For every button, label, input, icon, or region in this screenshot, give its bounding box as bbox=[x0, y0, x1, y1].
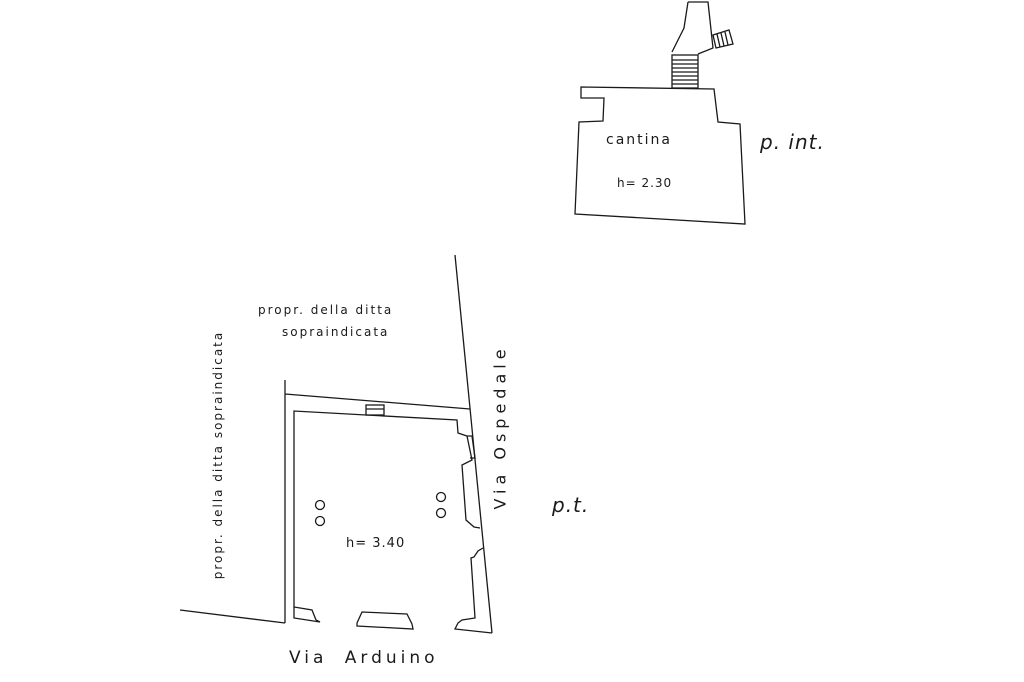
via-arduino-label: Via Arduino bbox=[289, 648, 439, 668]
north-neighbor-line1: propr. della ditta bbox=[258, 303, 394, 317]
column-marker bbox=[314, 515, 326, 527]
inner-wall bbox=[293, 410, 481, 621]
north-neighbor-line2: sopraindicata bbox=[282, 325, 390, 339]
basement-plan bbox=[574, 1, 746, 225]
inner-wall-south-east bbox=[454, 547, 493, 634]
stair-side bbox=[712, 29, 734, 49]
ground-height: h= 3.40 bbox=[346, 536, 406, 551]
column-marker bbox=[435, 507, 447, 519]
cantina-height: h= 2.30 bbox=[617, 176, 673, 190]
via-ospedale-label: Via Ospedale bbox=[490, 344, 510, 510]
vent bbox=[365, 404, 385, 416]
stair-funnel bbox=[671, 1, 714, 55]
cantina-walls bbox=[574, 86, 746, 225]
west-neighbor-label: propr. della ditta sopraindicata bbox=[211, 330, 225, 580]
outer-wall bbox=[284, 380, 471, 623]
cantina-label: cantina bbox=[606, 132, 672, 148]
ground-plan bbox=[179, 254, 493, 634]
stair-main bbox=[671, 54, 699, 89]
column-marker bbox=[435, 491, 447, 503]
pier-west bbox=[293, 607, 321, 623]
window-east bbox=[467, 435, 476, 459]
west-boundary-line bbox=[179, 609, 286, 624]
ground-floor-label: p.t. bbox=[552, 493, 590, 517]
door-sill bbox=[356, 611, 414, 630]
column-marker bbox=[314, 499, 326, 511]
basement-floor-label: p. int. bbox=[760, 130, 825, 154]
